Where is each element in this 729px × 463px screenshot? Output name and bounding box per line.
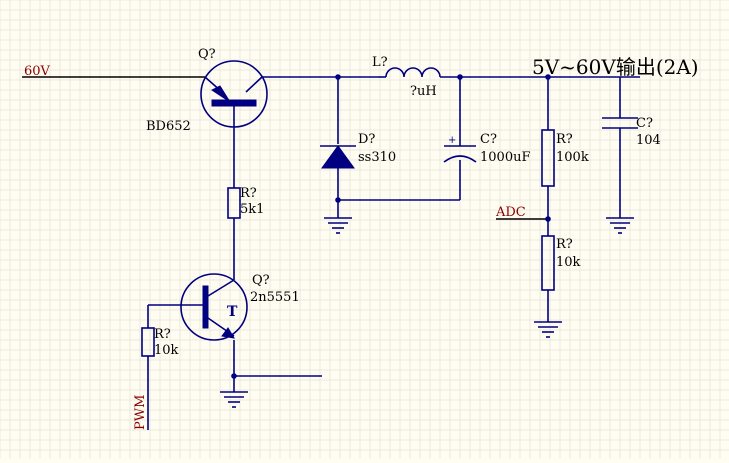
c-bulk-designator: C? — [480, 132, 497, 147]
c-bulk-value: 1000uF — [480, 150, 530, 165]
diode-designator: D? — [358, 132, 375, 147]
transistor-2n5551: T — [180, 273, 248, 341]
capacitor-bulk: + — [443, 135, 477, 163]
inductor-coil — [385, 67, 441, 78]
wires — [22, 76, 640, 430]
transistor-bd652 — [200, 60, 268, 128]
r-base-value: 5k1 — [240, 202, 264, 217]
diode-part: ss310 — [358, 150, 396, 165]
c-out-designator: C? — [636, 116, 653, 131]
net-label-60v: 60V — [24, 64, 51, 79]
transistor-base-bar — [202, 285, 209, 329]
junction-dot — [231, 373, 237, 379]
r-div-bottom-designator: R? — [556, 237, 573, 252]
inductor — [378, 67, 441, 78]
c-out-value: 104 — [636, 133, 661, 148]
q-bottom-part: 2n5551 — [250, 290, 300, 305]
resistor-pwm — [141, 327, 155, 357]
resistor-divider-bottom — [541, 235, 555, 291]
ground-icon — [220, 391, 248, 408]
junction-dot — [545, 216, 551, 222]
r-base-designator: R? — [240, 186, 257, 201]
inductor-value: ?uH — [410, 84, 437, 99]
transistor-lead — [207, 279, 235, 297]
junction-dot — [545, 74, 551, 80]
transistor-base-bar — [211, 99, 257, 107]
ground-icon — [606, 217, 634, 234]
junction-dot — [457, 74, 463, 80]
r-div-top-value: 100k — [556, 150, 589, 165]
diode-ss310 — [320, 145, 356, 169]
r-div-bottom-value: 10k — [556, 255, 581, 270]
junction-dot — [335, 74, 341, 80]
diode-triangle — [321, 145, 355, 169]
net-label-adc: ADC — [495, 205, 526, 220]
capacitor-polarity: + — [448, 135, 456, 146]
q-bottom-designator: Q? — [252, 273, 270, 288]
transistor-lead — [245, 76, 263, 93]
labels: 60V 5V~60V输出(2A) ADC PWM Q? BD652 R? 5k1… — [24, 47, 699, 430]
ground-icon — [534, 321, 562, 338]
transistor-arrow — [211, 85, 231, 103]
q-top-part: BD652 — [146, 119, 191, 134]
r-pwm-designator: R? — [154, 327, 171, 342]
transistor-arrow — [221, 327, 235, 339]
junctions — [231, 74, 551, 379]
ground-icon — [324, 217, 352, 234]
inductor-designator: L? — [372, 55, 388, 70]
capacitor-curved-plate — [443, 155, 477, 163]
capacitor-output — [602, 117, 638, 129]
q-top-designator: Q? — [198, 47, 216, 62]
output-label: 5V~60V输出(2A) — [532, 55, 699, 79]
transistor-body — [180, 273, 248, 341]
resistor-divider-top — [541, 129, 555, 187]
resistor-base — [227, 187, 241, 219]
junction-dot — [335, 197, 341, 203]
transistor-mark: T — [227, 304, 238, 320]
r-pwm-value: 10k — [154, 343, 179, 358]
r-div-top-designator: R? — [556, 132, 573, 147]
ground-symbols — [220, 217, 634, 408]
net-label-pwm: PWM — [133, 395, 148, 430]
